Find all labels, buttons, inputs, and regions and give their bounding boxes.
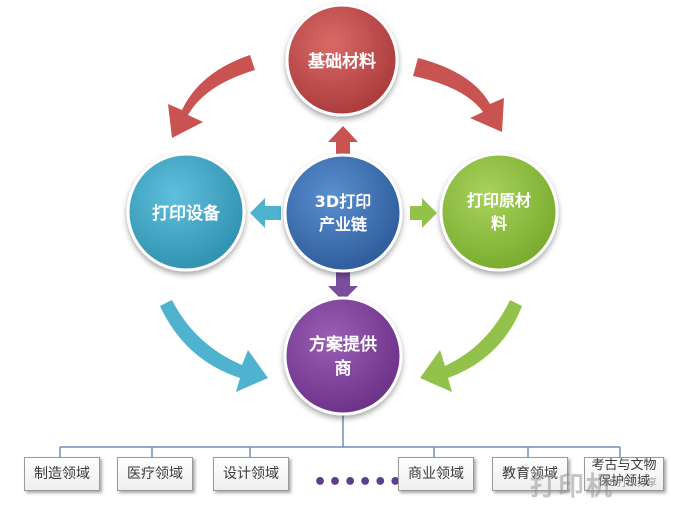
sector-box-medical: 医疗领域 xyxy=(117,457,193,491)
node-raw-label-line2: 料 xyxy=(491,214,507,233)
sector-box-manufacturing: 制造领域 xyxy=(24,457,100,491)
node-materials xyxy=(285,3,399,117)
watermark-subtext: 3D打印分享 xyxy=(603,478,658,489)
arrow-center-left xyxy=(250,198,281,228)
sector-box-archaeology: 考古与文物 保护领域 xyxy=(584,457,664,491)
arrow-center-right xyxy=(410,198,437,228)
watermark-logo-text: 打印机 xyxy=(530,472,615,502)
node-provider-label-line1: 方案提供 xyxy=(309,334,377,355)
sector-connector-lines xyxy=(59,412,621,457)
curved-arrow-equipment-to-provider xyxy=(160,300,268,392)
arrow-center-up xyxy=(328,126,358,158)
node-materials-label: 基础材料 xyxy=(307,51,376,72)
arrow-center-down xyxy=(328,272,358,301)
node-center-label-line1: 3D打印 xyxy=(315,192,371,211)
sector-box-archaeology-line2: 保护领域 xyxy=(597,474,650,489)
sector-box-commerce: 商业领域 xyxy=(398,457,474,491)
sector-box-archaeology-line1: 考古与文物 xyxy=(591,458,657,473)
sector-box-design: 设计领域 xyxy=(213,457,289,491)
node-raw-label-line1: 打印原材 xyxy=(467,191,531,210)
curved-arrow-materials-to-equipment xyxy=(168,55,255,138)
sector-ellipsis: •••••• xyxy=(313,470,404,495)
node-raw-materials xyxy=(439,152,559,272)
curved-arrow-materials-to-raw xyxy=(413,58,504,132)
node-provider-label-line2: 商 xyxy=(335,358,352,379)
node-provider xyxy=(283,296,403,416)
node-center-label-line2: 产业链 xyxy=(319,215,368,234)
sector-box-education: 教育领域 xyxy=(492,457,568,491)
node-equipment xyxy=(126,152,246,272)
node-equipment-label: 打印设备 xyxy=(152,203,221,224)
curved-arrow-raw-to-provider xyxy=(420,300,522,392)
node-center xyxy=(283,153,403,273)
